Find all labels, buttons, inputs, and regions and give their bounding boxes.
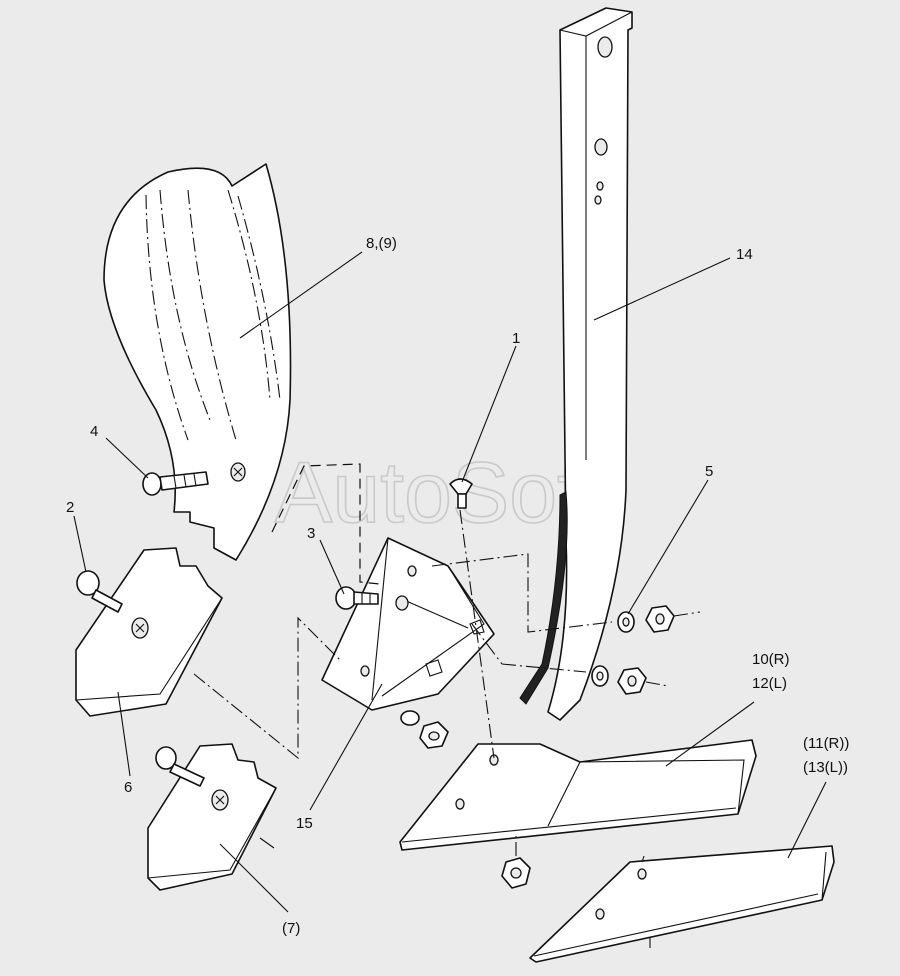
assembly-lines [193,463,701,948]
callout-10r: 10(R) [752,651,790,668]
shank-hole-top [597,36,613,58]
callout-8-9: 8,(9) [366,235,397,252]
bracket-part-15 [321,537,495,711]
callout-1: 1 [512,330,520,347]
callout-labels: 1 2 3 4 5 6 (7) 8,(9) 10(R) 12(L) (11(R)… [66,235,849,937]
callout-13l: (13(L)) [803,759,848,776]
callout-2: 2 [66,499,74,516]
callout-3: 3 [307,525,315,542]
callout-7: (7) [282,920,300,937]
shank-hole-small-1 [596,181,604,191]
share-point-part-6 [75,547,223,717]
watermark: AutoSoft [275,445,605,541]
callout-14: 14 [736,246,753,263]
bolt-part-2 [76,570,123,613]
callout-15: 15 [296,815,313,832]
shank-hole-middle [594,138,608,156]
washer-nut-part-5 [591,605,675,695]
bolt-part-4 [142,471,209,496]
shank-hole-small-2 [594,195,602,205]
callout-4: 4 [90,423,98,440]
bolt-part-1 [449,478,473,509]
shank-part-14 [519,7,633,721]
bolt-part-3 [335,586,379,610]
share-part-11-13 [529,845,835,963]
share-point-part-7 [147,743,277,891]
moldboard-part-8-9 [103,163,292,561]
callout-11r: (11(R)) [803,735,849,752]
callout-6: 6 [124,779,132,796]
leader-lines [73,251,827,913]
callout-5: 5 [705,463,713,480]
callout-12l: 12(L) [752,675,787,692]
share-part-10-12 [399,739,757,889]
shank-edge-strip [519,491,568,705]
nut-washer-bracket [400,710,449,749]
